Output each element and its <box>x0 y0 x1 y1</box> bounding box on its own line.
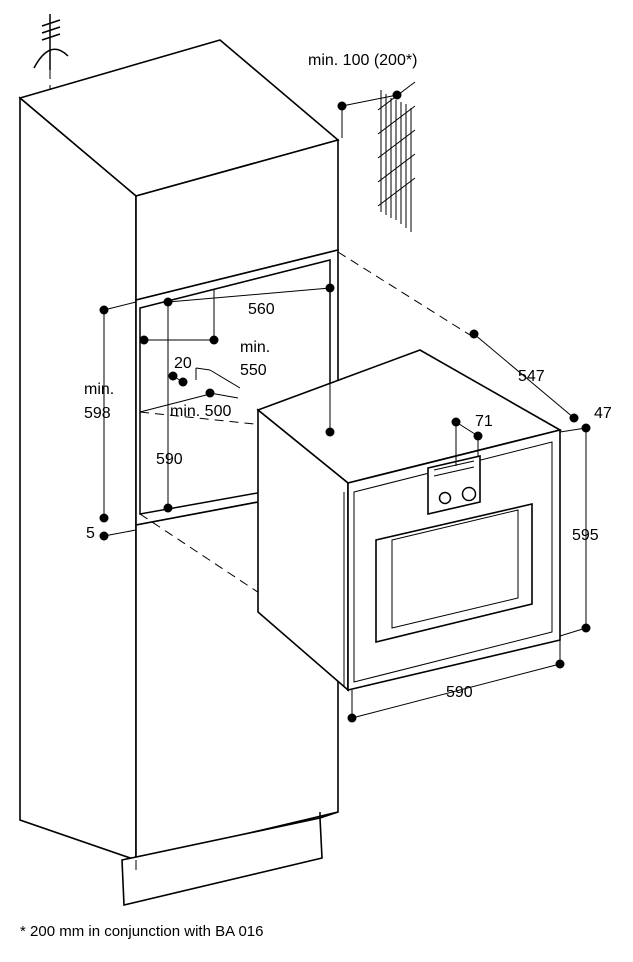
dimension-dot <box>581 623 591 633</box>
dimension-dot <box>99 305 109 315</box>
front-offset-label: 47 <box>594 405 612 422</box>
dimension-line <box>209 392 239 399</box>
niche-detail <box>209 369 241 389</box>
dimension-line <box>103 301 137 311</box>
appliance-height-label: 595 <box>572 527 599 544</box>
niche-height-value-label: 598 <box>84 405 111 422</box>
projection-line <box>337 251 471 336</box>
niche-inner-height-label: 590 <box>156 451 183 468</box>
wall-hatching <box>377 81 416 232</box>
dimension-dot <box>469 329 479 339</box>
dimension-line <box>351 663 561 719</box>
dimension-dot <box>451 417 461 427</box>
dimension-dot <box>139 335 149 345</box>
appliance-depth-label: 547 <box>518 368 545 385</box>
rear-gap-label: 20 <box>174 355 192 372</box>
projection-line <box>139 411 331 433</box>
niche-height-min-label: min. <box>84 381 114 398</box>
floor-depth-label: min. 500 <box>170 403 231 420</box>
top-clearance-label: min. 100 (200*) <box>308 52 417 69</box>
dimension-dot <box>337 101 347 111</box>
niche-floor-edge <box>139 392 215 413</box>
appliance-width-label: 590 <box>446 684 473 701</box>
base-offset-label: 5 <box>86 525 95 542</box>
dimension-dot <box>569 413 579 423</box>
dimension-dot <box>555 659 565 669</box>
dimension-line <box>473 333 575 419</box>
dimension-line <box>559 627 587 637</box>
niche-depth-min-label: min. <box>240 339 270 356</box>
dimension-line-top <box>341 94 398 107</box>
dimension-dot <box>209 335 219 345</box>
dimension-dot <box>178 377 188 387</box>
dimension-dot <box>168 371 178 381</box>
niche-depth-value-label: 550 <box>240 362 267 379</box>
dimension-line <box>167 287 331 303</box>
dimension-dot <box>99 513 109 523</box>
control-knob <box>461 486 477 502</box>
footnote: * 200 mm in conjunction with BA 016 <box>20 923 263 940</box>
niche-width-label: 560 <box>248 301 275 318</box>
dimension-dot <box>163 503 173 513</box>
dimension-dot <box>392 90 402 100</box>
dimension-dot <box>325 427 335 437</box>
panel-height-label: 71 <box>475 413 493 430</box>
dimension-dot <box>205 388 215 398</box>
niche-detail <box>195 367 211 371</box>
electrical-connection-icon <box>33 14 69 70</box>
projection-line <box>139 513 301 621</box>
dimension-line <box>103 529 137 537</box>
control-knob <box>438 491 452 505</box>
dimension-dot <box>473 431 483 441</box>
oven-appliance <box>256 349 563 692</box>
dimension-dot <box>347 713 357 723</box>
